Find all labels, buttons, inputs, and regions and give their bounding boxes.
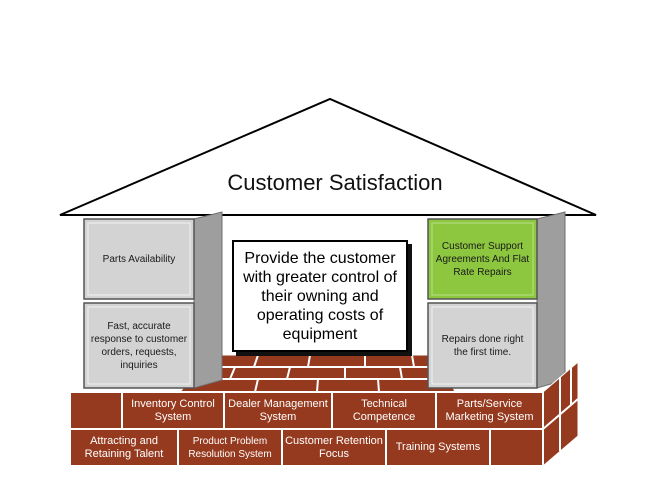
- foundation-customer-retention: Customer Retention Focus: [285, 434, 383, 460]
- foundation-training-systems: Training Systems: [395, 441, 481, 453]
- right-pillar-lower-label: Repairs done right the first time.: [441, 333, 524, 358]
- foundation-product-problem-resolution: Product Problem Resolution System: [188, 435, 272, 460]
- center-message-box: Provide the customer with greater contro…: [232, 240, 408, 352]
- right-pillar-upper-label: Customer Support Agreements And Flat Rat…: [435, 240, 530, 278]
- right-pillar: [427, 211, 566, 389]
- foundation-technical-competence: Technical Competence: [352, 397, 416, 423]
- right-pillar-lower-block: [427, 302, 538, 389]
- foundation-side-lines: [542, 368, 579, 451]
- left-pillar-upper-block: [83, 218, 195, 300]
- roof-title: Customer Satisfaction: [227, 170, 443, 195]
- foundation-row2-bricks: [69, 428, 544, 467]
- foundation-parts-service-marketing: Parts/Service Marketing System: [445, 397, 534, 423]
- right-pillar-upper-block: [427, 218, 538, 300]
- center-message: Provide the customer with greater contro…: [243, 249, 397, 343]
- left-pillar-lower-block: [83, 302, 195, 389]
- left-pillar-lower-label: Fast, accurate response to customer orde…: [90, 320, 188, 371]
- foundation-attracting-talent: Attracting and Retaining Talent: [84, 434, 164, 460]
- foundation-dealer-management: Dealer Management System: [228, 397, 328, 423]
- floor-brick-lines: [196, 354, 451, 393]
- foundation-inventory-control: Inventory Control System: [131, 397, 215, 423]
- left-pillar: [83, 211, 223, 389]
- roof: [59, 97, 597, 216]
- left-pillar-upper-label: Parts Availability: [102, 253, 176, 265]
